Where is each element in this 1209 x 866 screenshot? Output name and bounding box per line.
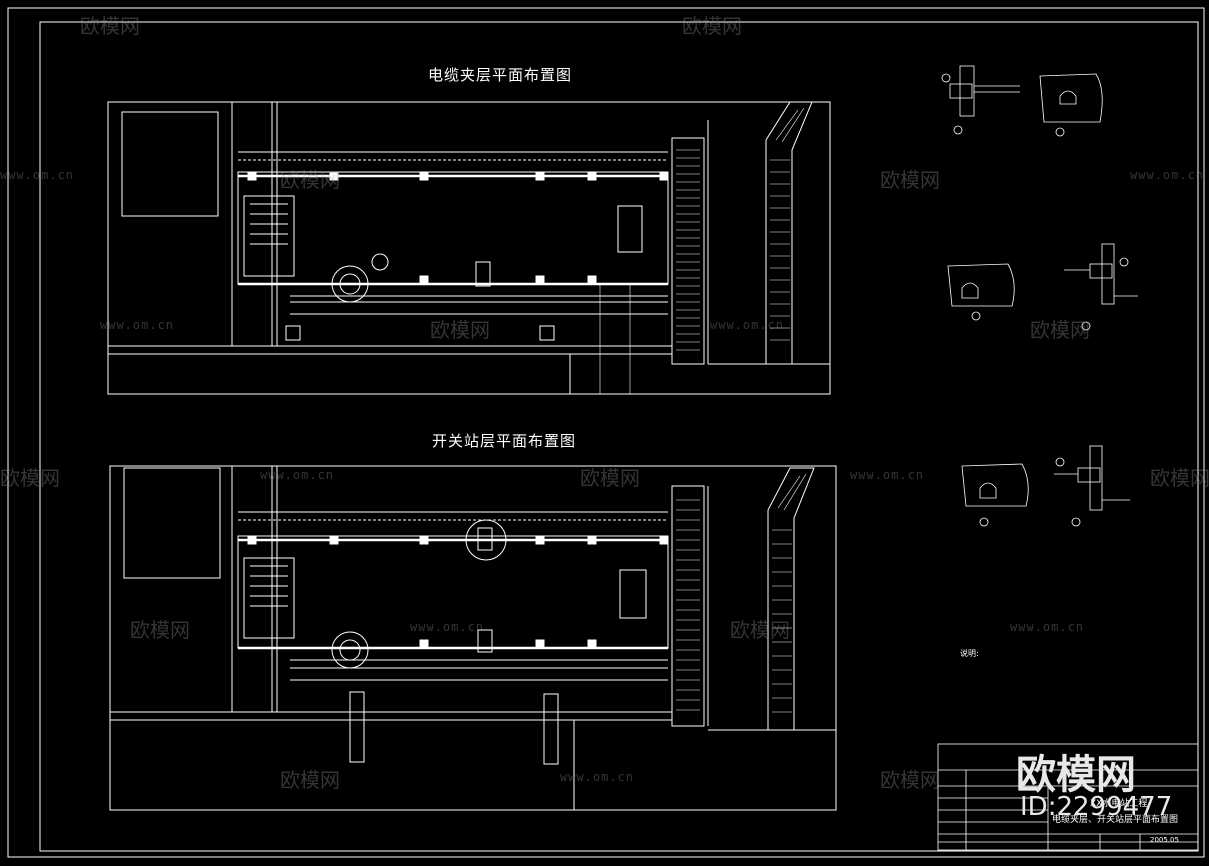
watermark-url: www.om.cn (410, 620, 485, 634)
watermark-brand: 欧模网 (730, 618, 790, 642)
watermark-brand: 欧模网 (280, 768, 340, 792)
plan-2-title: 开关站层平面布置图 (432, 432, 577, 450)
plan-1-cable-interlayer (107, 101, 831, 395)
plan-2-switch-station (109, 465, 837, 811)
notes-label: 说明: (960, 649, 979, 658)
watermark-url: www.om.cn (0, 168, 75, 182)
watermark-brand: 欧模网 (430, 318, 490, 342)
watermark-url: www.om.cn (100, 318, 175, 332)
title-block-project: XX水电站工程 (1090, 799, 1148, 809)
watermark-brand: 欧模网 (580, 466, 640, 490)
watermark-url: www.om.cn (1010, 620, 1085, 634)
watermark-url: www.om.cn (560, 770, 635, 784)
watermark-brand: 欧模网 (0, 466, 60, 490)
watermark-brand: 欧模网 (1030, 318, 1090, 342)
plan-1-title: 电缆夹层平面布置图 (428, 66, 573, 84)
watermark-brand: 欧模网 (130, 618, 190, 642)
overlay-id: ID:2299477 (1020, 792, 1173, 822)
overlay-brand-logo: 欧模网 (1016, 752, 1136, 798)
drawing-frame-outer (7, 7, 1205, 858)
watermark-brand: 欧模网 (880, 768, 940, 792)
watermark-brand: 欧模网 (682, 14, 742, 38)
watermark-brand: 欧模网 (880, 168, 940, 192)
drawing-frame-inner (39, 21, 1199, 852)
watermark-url: www.om.cn (1130, 168, 1205, 182)
title-block-drawing-name: 电缆夹层、开关站层平面布置图 (1052, 815, 1179, 825)
watermark-url: www.om.cn (260, 468, 335, 482)
watermark-brand: 欧模网 (280, 168, 340, 192)
title-block (937, 743, 1199, 851)
title-block-date: 2005.05 (1150, 836, 1179, 844)
watermark-brand: 欧模网 (80, 14, 140, 38)
watermark-url: www.om.cn (710, 318, 785, 332)
detail-views (941, 65, 1138, 527)
watermark-brand: 欧模网 (1150, 466, 1209, 490)
watermark-url: www.om.cn (850, 468, 925, 482)
